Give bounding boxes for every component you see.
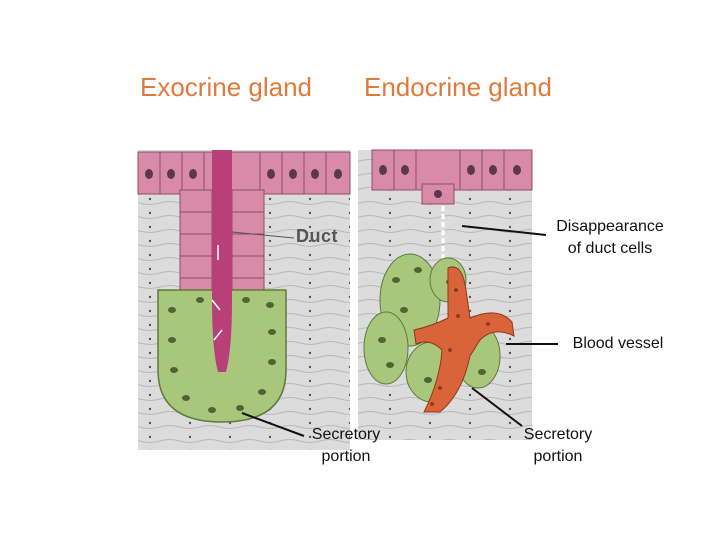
disappearance-callout: [461, 225, 547, 236]
endocrine-gland-title: Endocrine gland: [364, 72, 552, 102]
endocrine-surface-epithelium: [371, 149, 533, 191]
secretory-callout-exocrine: [241, 412, 305, 437]
blood-vessel-label: Blood vessel: [572, 335, 664, 352]
callout-lines: [241, 225, 558, 437]
blood-vessel: [413, 266, 515, 413]
secretory-label-line2: portion: [533, 448, 583, 465]
disappearance-label-line2: of duct cells: [567, 240, 653, 257]
duct-label: Duct: [296, 226, 338, 246]
secretory-label-line2: portion: [321, 448, 371, 465]
secretory-label-line1: Secretory: [311, 426, 381, 443]
secretory-portion-label-endocrine: Secretory portion: [508, 424, 608, 468]
duct-lumen: [212, 150, 232, 372]
disappearance-label-line1: Disappearance: [556, 218, 664, 235]
endocrine-panel: [358, 149, 533, 440]
secretory-portion-label-exocrine: Secretory portion: [296, 424, 396, 468]
exocrine-gland-title: Exocrine gland: [140, 72, 312, 102]
exocrine-panel: [137, 150, 351, 450]
secretory-callout-endocrine: [471, 387, 523, 427]
duct-wall-left: [179, 189, 213, 301]
duct-wall-right: [231, 189, 265, 301]
disappearance-label: Disappearance of duct cells: [540, 216, 680, 260]
duct-pointer: [231, 231, 295, 239]
secretory-label-line1: Secretory: [523, 426, 593, 443]
